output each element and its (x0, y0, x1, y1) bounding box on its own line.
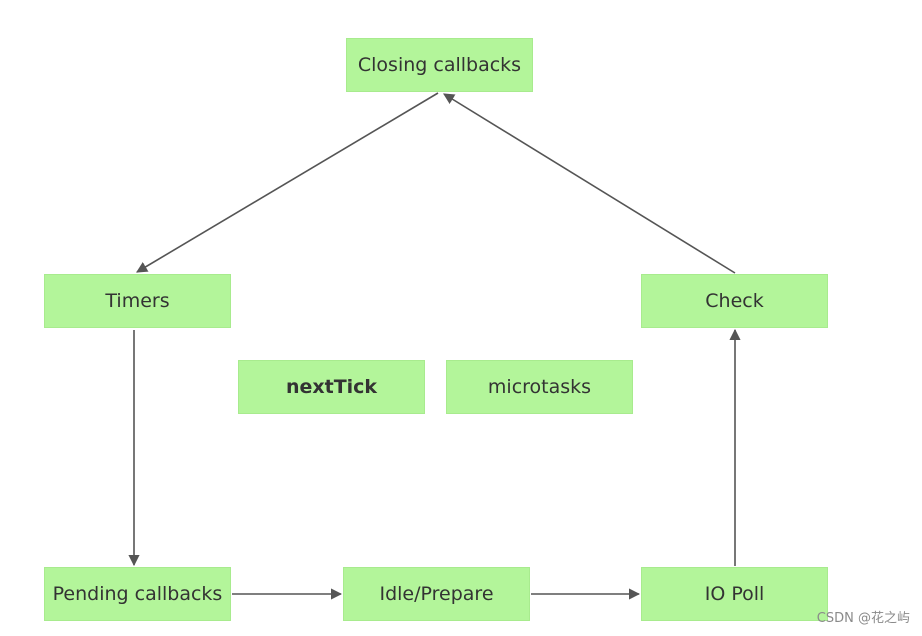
edge-closing-to-timers (136, 92, 439, 273)
watermark: CSDN @花之屿 (816, 611, 910, 626)
node-pending-callbacks: Pending callbacks (44, 567, 231, 621)
node-timers: Timers (44, 274, 231, 328)
node-idle-prepare: Idle/Prepare (343, 567, 530, 621)
node-microtasks: microtasks (446, 360, 633, 414)
node-check: Check (641, 274, 828, 328)
node-closing-callbacks: Closing callbacks (346, 38, 533, 92)
node-io-poll: IO Poll (641, 567, 828, 621)
edge-check-to-closing (443, 93, 736, 274)
node-nexttick: nextTick (238, 360, 425, 414)
